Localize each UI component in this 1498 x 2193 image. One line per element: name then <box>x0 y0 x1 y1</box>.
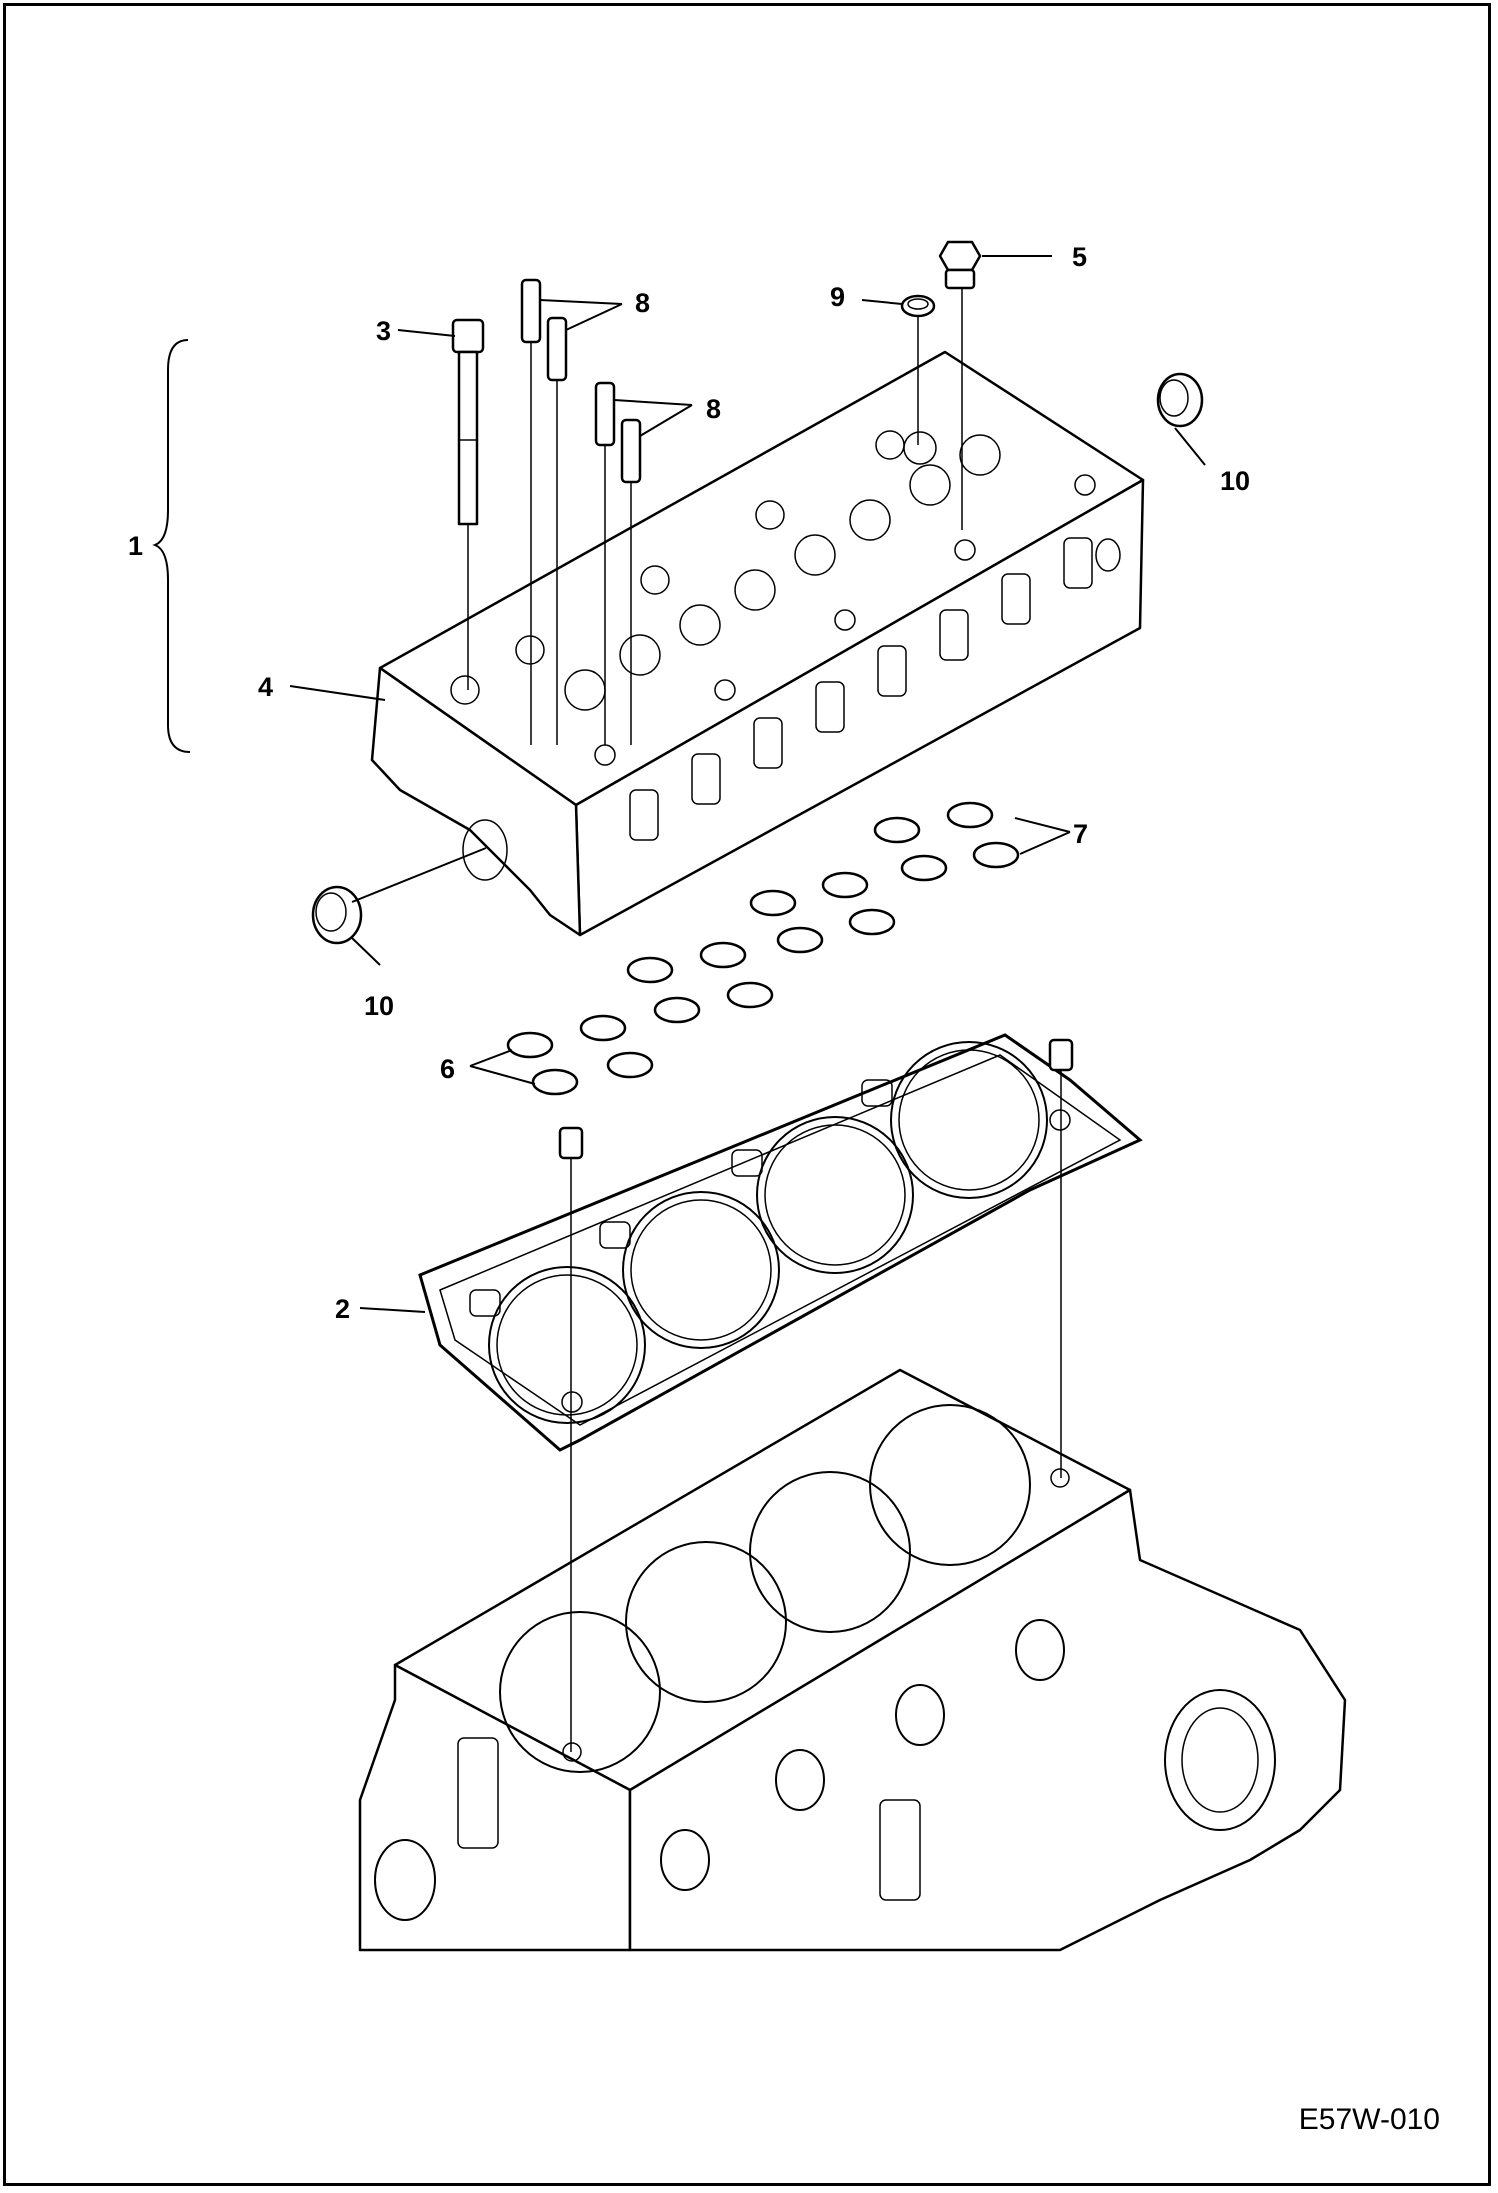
valve-stem-seals <box>506 801 1020 1096</box>
callout-8-upper: 8 <box>635 288 650 318</box>
dowel-pins <box>558 1038 1074 1752</box>
expansion-plug-right <box>1156 372 1204 428</box>
callout-9: 9 <box>830 282 845 312</box>
callout-1: 1 <box>128 531 143 561</box>
cylinder-block <box>358 1368 1347 1952</box>
callout-2: 2 <box>335 1294 350 1324</box>
head-side-ports <box>629 537 1093 841</box>
callout-7: 7 <box>1073 819 1088 849</box>
callout-10-right: 10 <box>1220 466 1250 496</box>
callout-3: 3 <box>376 316 391 346</box>
cylinder-head <box>370 350 1145 937</box>
valve-guides <box>520 278 642 745</box>
callout-4: 4 <box>258 672 273 702</box>
callout-10-left: 10 <box>364 991 394 1021</box>
callout-labels: 1 2 3 4 5 6 7 8 8 9 10 10 <box>128 242 1250 1324</box>
diagram-frame <box>3 3 1491 2186</box>
head-end-bore <box>462 819 508 881</box>
expansion-plug-left <box>311 885 363 945</box>
callout-6: 6 <box>440 1054 455 1084</box>
figure-code: E57W-010 <box>1298 2103 1440 2136</box>
head-gasket <box>418 1033 1143 1452</box>
head-bolt <box>451 318 485 690</box>
drain-plug <box>938 240 982 530</box>
callout-5: 5 <box>1072 242 1087 272</box>
callout-8-lower: 8 <box>706 394 721 424</box>
leader-lines <box>152 255 1206 1313</box>
sealing-washer <box>900 294 936 445</box>
